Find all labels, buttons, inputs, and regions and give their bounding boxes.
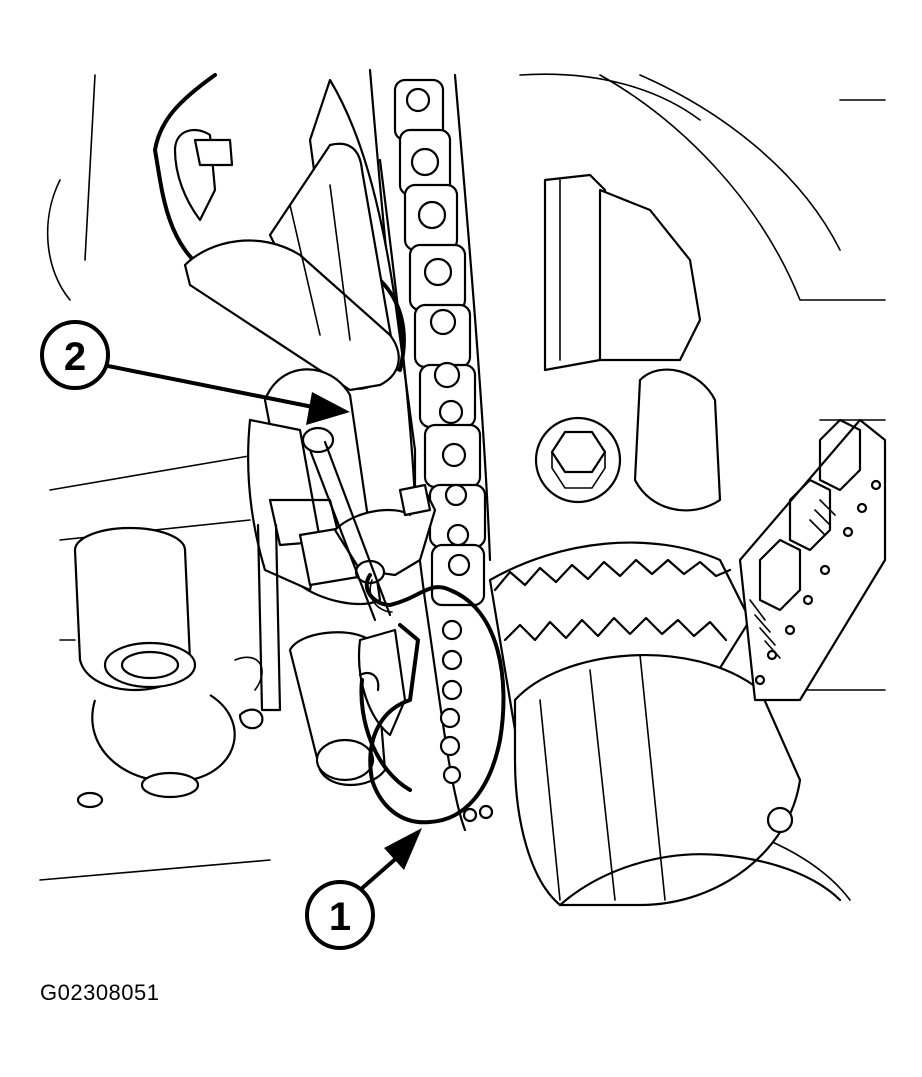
crankshaft-sprocket xyxy=(488,541,842,907)
tensioner-plunger xyxy=(256,523,407,787)
locking-pin xyxy=(359,573,506,825)
bracket-block xyxy=(543,173,722,512)
callout-1-circle xyxy=(305,880,375,950)
housing-bosses xyxy=(59,526,264,809)
callout-2-arrowhead xyxy=(306,392,350,425)
callout-1-label: 1 xyxy=(329,895,351,939)
callout-1-arrowhead xyxy=(384,828,422,870)
callout-2-label: 2 xyxy=(64,335,86,379)
timing-chain xyxy=(368,68,494,832)
callout-2: 2 xyxy=(40,320,350,425)
right-mechanism xyxy=(738,418,887,702)
chain-guide-arm xyxy=(153,73,417,532)
tensioner-body xyxy=(247,368,437,622)
chain-links xyxy=(393,78,494,820)
figure-id-label: G02308051 xyxy=(40,980,160,1005)
callout-1: 1 xyxy=(305,828,422,950)
hex-bolt xyxy=(534,416,622,504)
callout-2-circle xyxy=(40,320,110,390)
